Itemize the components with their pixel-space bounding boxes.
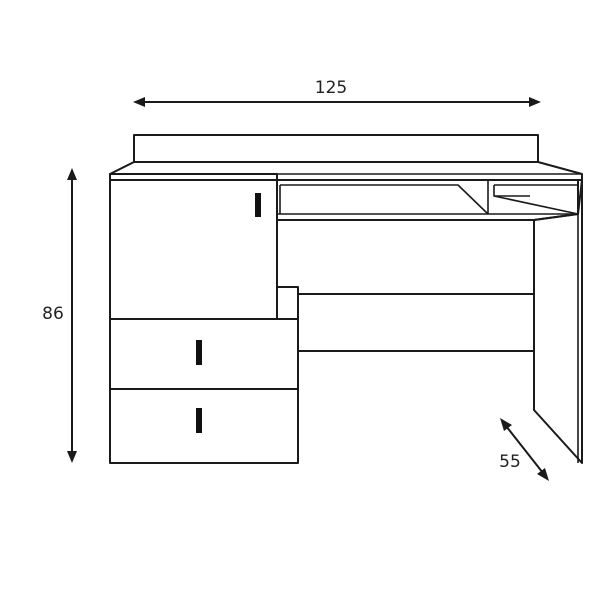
- drawer-upper: [109, 318, 299, 390]
- width-arrowhead-left: [133, 97, 145, 107]
- width-dimension: 125: [133, 78, 541, 107]
- drawer-lower: [109, 388, 299, 464]
- drawer-lower-handle-icon: [196, 408, 202, 433]
- height-dimension: 86: [42, 168, 77, 463]
- desk-top: [109, 161, 583, 181]
- back-rail: [133, 134, 539, 163]
- drawer-upper-handle-icon: [196, 340, 202, 365]
- height-arrowhead-top: [67, 168, 77, 180]
- desk: [109, 134, 583, 464]
- right-leg-panel: [533, 179, 583, 464]
- modesty-panel: [297, 293, 535, 352]
- depth-label: 55: [499, 452, 521, 472]
- cabinet-door: [109, 173, 278, 320]
- depth-arrow-line: [505, 425, 544, 474]
- shelf-left-recess: [280, 184, 489, 215]
- width-arrowhead-right: [529, 97, 541, 107]
- depth-arrowhead-bottom: [537, 468, 549, 481]
- height-arrowhead-bottom: [67, 451, 77, 463]
- door-handle-icon: [255, 193, 261, 217]
- width-label: 125: [315, 78, 347, 98]
- cabinet-side-step: [276, 286, 299, 320]
- shelf-right-recess: [493, 185, 579, 215]
- height-label: 86: [42, 304, 64, 324]
- depth-dimension: 55: [499, 418, 549, 481]
- depth-arrowhead-top: [500, 418, 512, 431]
